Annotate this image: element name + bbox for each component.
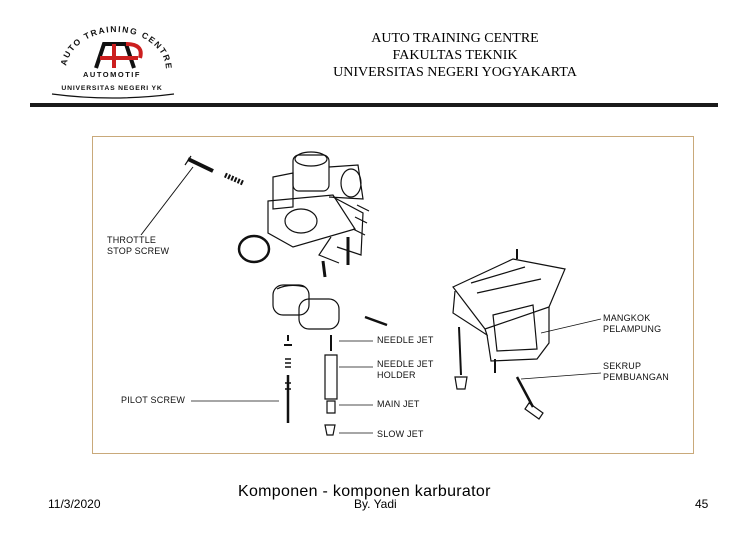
institution-logo: AUTO TRAINING CENTRE AUTOMOTIF UNIVERSIT… — [48, 18, 178, 100]
header-divider — [30, 103, 718, 107]
logo-mid-text: AUTOMOTIF — [83, 70, 141, 79]
label-sekrup-line2: PEMBUANGAN — [603, 372, 670, 382]
logo-ring-top-text: AUTO TRAINING CENTRE — [58, 24, 172, 71]
label-needle-jet: NEEDLE JET — [377, 335, 434, 345]
label-throttle-stop-screw: THROTTLE STOP SCREW — [107, 235, 169, 257]
label-mangkok-line1: MANGKOK — [603, 313, 651, 323]
page-number: 45 — [695, 497, 709, 511]
float-bowl-part — [452, 249, 566, 420]
header-title-block: AUTO TRAINING CENTRE FAKULTAS TEKNIK UNI… — [290, 30, 620, 81]
label-needle-jet-holder-line2: HOLDER — [377, 370, 416, 380]
logo-bottom-text: UNIVERSITAS NEGERI YK — [61, 85, 162, 92]
slide-title: Komponen - komponen karburator — [238, 483, 491, 500]
needle-jet-holder-part — [324, 335, 338, 436]
float-part — [272, 284, 340, 330]
label-main-jet: MAIN JET — [377, 399, 420, 409]
label-mangkok-pelampung: MANGKOK PELAMPUNG — [603, 313, 661, 335]
footer-date: 11/3/2020 — [48, 497, 101, 511]
label-mangkok-line2: PELAMPUNG — [603, 324, 662, 334]
carburetor-body — [267, 151, 370, 278]
label-needle-jet-holder: NEEDLE JET HOLDER — [377, 359, 434, 381]
header-line-2: FAKULTAS TEKNIK — [392, 48, 518, 63]
label-needle-jet-holder-line1: NEEDLE JET — [377, 359, 434, 369]
footer-author: By. Yadi — [354, 497, 397, 511]
header-line-1: AUTO TRAINING CENTRE — [371, 31, 539, 46]
float-pin-part — [364, 315, 388, 327]
carburetor-drawing — [140, 151, 602, 436]
header-line-3: UNIVERSITAS NEGERI YOGYAKARTA — [333, 65, 577, 80]
needle-jet-part — [284, 335, 292, 423]
label-throttle-stop-screw-line1: THROTTLE — [107, 235, 157, 245]
label-throttle-stop-screw-line2: STOP SCREW — [107, 246, 170, 256]
label-sekrup-line1: SEKRUP — [603, 361, 642, 371]
label-pilot-screw: PILOT SCREW — [121, 395, 186, 405]
label-slow-jet: SLOW JET — [377, 429, 424, 439]
logo-emblem — [94, 42, 143, 69]
svg-text:AUTO TRAINING CENTRE: AUTO TRAINING CENTRE — [58, 24, 174, 71]
label-sekrup-pembuangan: SEKRUP PEMBUANGAN — [603, 361, 669, 383]
throttle-stop-screw-part — [184, 155, 245, 186]
carburetor-exploded-diagram: THROTTLE STOP SCREW NEEDLE JET NEEDLE JE… — [92, 136, 694, 454]
o-ring-part — [237, 234, 271, 264]
